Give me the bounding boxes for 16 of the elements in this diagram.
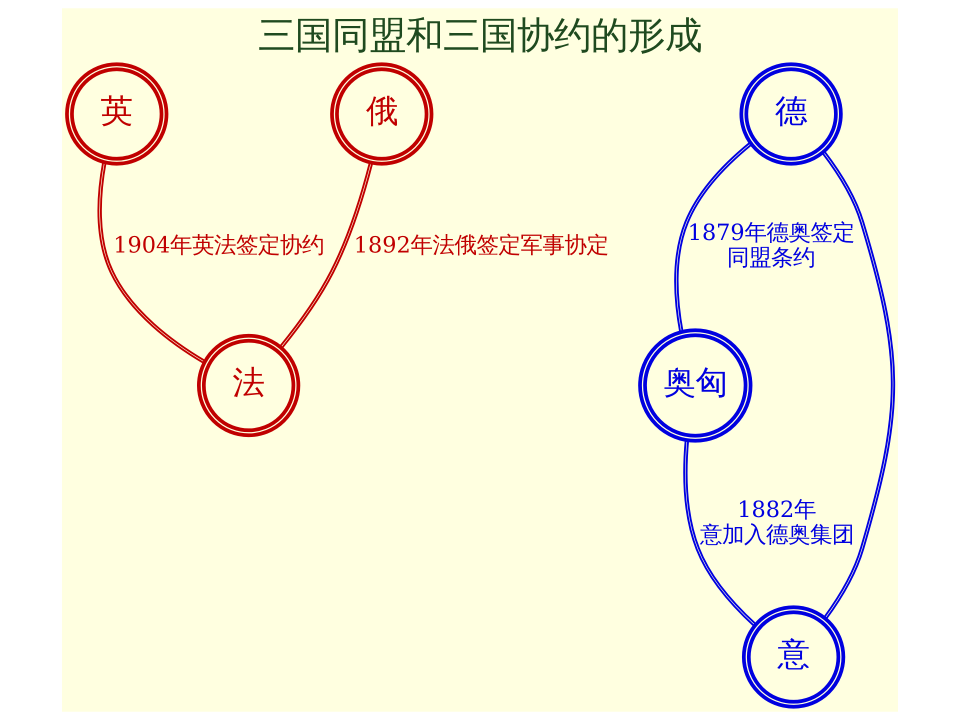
node-circle: 意 bbox=[742, 605, 846, 709]
node-circle: 英 bbox=[65, 62, 168, 166]
edge-label: 1892年法俄签定军事协定 bbox=[354, 232, 609, 259]
edge-label: 1882年意加入德奥集团 bbox=[700, 496, 854, 548]
connector bbox=[98, 162, 206, 364]
node-circle: 俄 bbox=[330, 62, 434, 166]
connector bbox=[674, 142, 752, 332]
connector bbox=[683, 440, 756, 627]
connector bbox=[279, 162, 374, 349]
node-circle: 德 bbox=[739, 62, 843, 166]
edge-label: 1879年德奥签定同盟条约 bbox=[688, 220, 855, 272]
edge-label: 1904年英法签定协约 bbox=[113, 232, 324, 259]
connector bbox=[822, 150, 896, 620]
node-circle: 奥匈 bbox=[638, 328, 752, 443]
node-circle: 法 bbox=[197, 334, 300, 438]
diagram-title: 三国同盟和三国协约的形成 bbox=[258, 13, 702, 58]
